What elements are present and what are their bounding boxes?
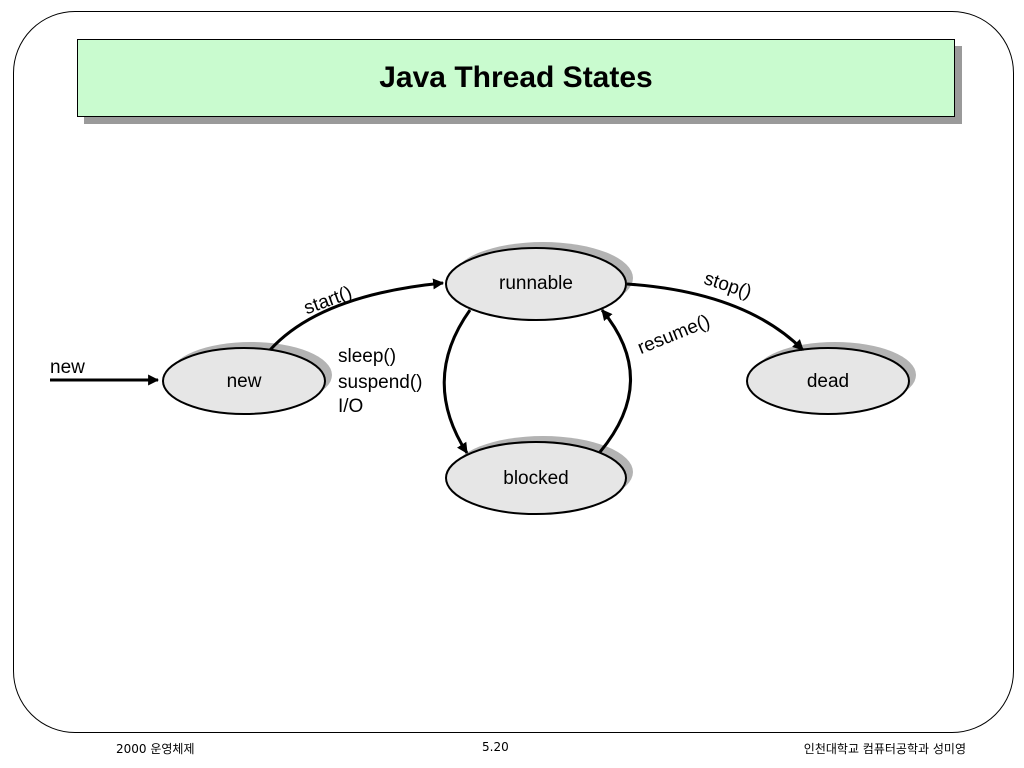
title-box: Java Thread States (77, 39, 955, 117)
resume-arrow (598, 309, 632, 453)
block-arrow (442, 309, 472, 454)
block-reason-3: I/O (338, 396, 363, 417)
stop-arrow (626, 282, 805, 352)
entry-label: new (50, 357, 85, 378)
footer-course: 2000 운영체제 (116, 742, 195, 756)
dead-state-label: dead (807, 371, 849, 392)
transition-entry: new (50, 357, 160, 386)
footer-author: 인천대학교 컴퓨터공학과 성미영 (803, 742, 966, 756)
block-reason-1: sleep() (338, 346, 396, 367)
state-runnable: runnable (445, 247, 627, 321)
runnable-state-ellipse (445, 247, 627, 321)
dead-state-ellipse (746, 347, 910, 415)
block-reason-2: suspend() (338, 372, 423, 393)
blocked-state-label: blocked (503, 468, 569, 489)
resume-label: resume() (635, 311, 713, 359)
transition-block: sleep() suspend() I/O (338, 309, 472, 454)
state-blocked: blocked (445, 441, 627, 515)
slide-frame (13, 11, 1014, 733)
start-label: start() (301, 282, 355, 319)
new-state-ellipse (162, 347, 326, 415)
blocked-state-ellipse (445, 441, 627, 515)
runnable-state-label: runnable (499, 273, 573, 294)
slide-title: Java Thread States (379, 61, 653, 94)
state-new: new (162, 347, 326, 415)
start-arrow (268, 278, 445, 352)
footer-page-number: 5.20 (482, 740, 509, 754)
state-dead: dead (746, 347, 910, 415)
transition-resume: resume() (598, 309, 713, 453)
transition-start: start() (268, 278, 445, 352)
new-state-label: new (227, 371, 262, 392)
